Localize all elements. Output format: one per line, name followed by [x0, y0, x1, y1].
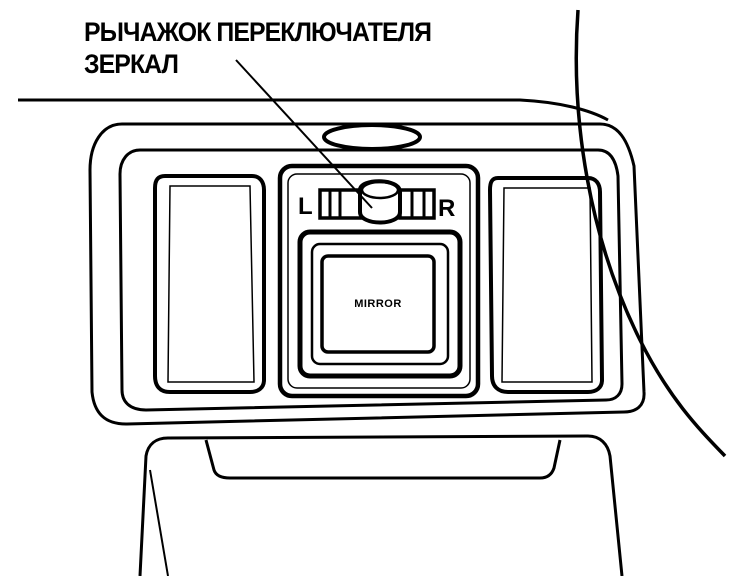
- left-blank-switch-inner: [167, 185, 255, 383]
- top-oval-vent: [322, 123, 422, 151]
- mirror-button-frame: [297, 229, 463, 379]
- lower-compartment-inner: [204, 439, 562, 480]
- mirror-button-label: MIRROR: [354, 298, 402, 310]
- mirror-switch-housing: [277, 163, 481, 399]
- dashboard-top-edge: [18, 98, 609, 122]
- lower-compartment-outer: [138, 434, 624, 576]
- mirror-adjust-button[interactable]: [320, 254, 436, 354]
- callout-label: РЫЧАЖОК ПЕРЕКЛЮЧАТЕЛЯ ЗЕРКАЛ: [84, 16, 432, 80]
- right-blank-switch-inner: [501, 187, 593, 383]
- callout-label-line2: ЗЕРКАЛ: [84, 49, 179, 79]
- mirror-switch-housing-inner: [287, 173, 471, 389]
- lower-compartment-edge: [149, 469, 169, 576]
- mirror-button-frame-inner: [310, 242, 450, 366]
- lever-left-letter: L: [298, 193, 313, 220]
- panel-inner-bezel: [118, 148, 624, 412]
- callout-leader-line: [235, 59, 373, 209]
- callout-label-line1: РЫЧАЖОК ПЕРЕКЛЮЧАТЕЛЯ: [84, 17, 432, 47]
- right-blank-switch: [487, 176, 605, 394]
- lever-track-right: [398, 188, 436, 220]
- left-blank-switch: [153, 174, 266, 394]
- lever-knob-top: [360, 180, 400, 200]
- right-trim-curve: [574, 9, 727, 458]
- panel-outer-housing: [88, 122, 646, 426]
- lever-right-letter: R: [438, 195, 455, 222]
